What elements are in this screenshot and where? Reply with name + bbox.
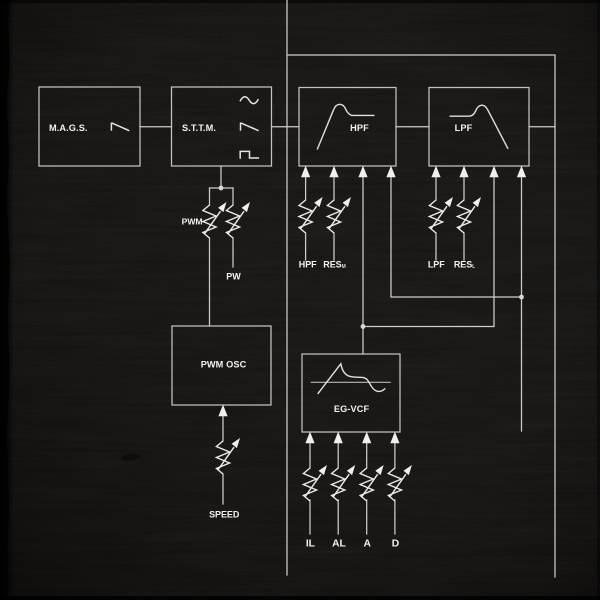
svg-text:D: D (392, 539, 399, 550)
svg-text:PWM OSC: PWM OSC (201, 359, 247, 369)
svg-text:LPF: LPF (428, 260, 445, 270)
svg-text:SPEED: SPEED (209, 510, 240, 520)
svg-text:M.A.G.S.: M.A.G.S. (49, 123, 88, 133)
svg-text:RESM: RESM (323, 260, 345, 270)
svg-text:S.T.T.M.: S.T.T.M. (182, 123, 216, 133)
svg-text:PW: PW (226, 271, 241, 281)
svg-text:HPF: HPF (350, 123, 369, 133)
svg-text:LPF: LPF (455, 123, 473, 133)
svg-text:IL: IL (306, 539, 315, 550)
svg-text:RESL: RESL (454, 260, 475, 270)
svg-text:EG-VCF: EG-VCF (334, 404, 370, 414)
svg-text:A: A (364, 539, 372, 550)
svg-text:AL: AL (332, 539, 346, 550)
svg-text:HPF: HPF (299, 260, 317, 270)
svg-text:PWM: PWM (182, 217, 203, 227)
